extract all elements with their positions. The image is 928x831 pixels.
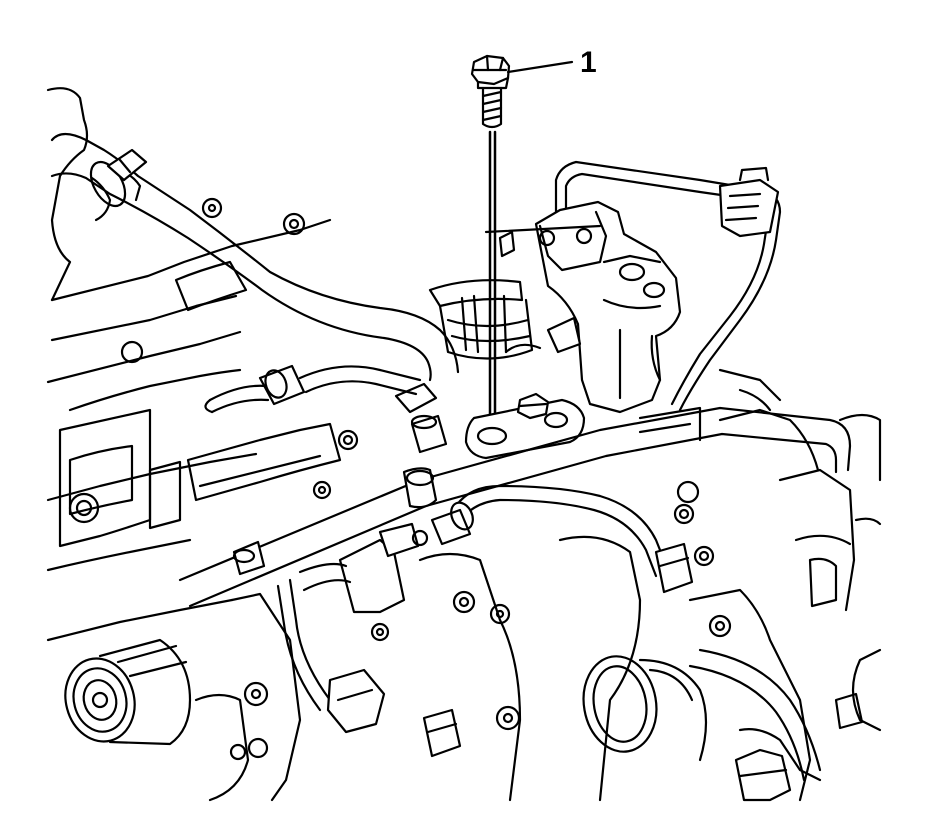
line-clip-1 bbox=[656, 544, 692, 592]
pump-fittings bbox=[205, 318, 580, 452]
bolt bbox=[472, 56, 509, 127]
sensor-connector bbox=[736, 729, 820, 800]
pump-mount-plate bbox=[466, 394, 584, 458]
hose-clamp bbox=[108, 150, 146, 180]
right-lines bbox=[640, 370, 820, 780]
fuel-pump bbox=[430, 226, 600, 359]
fuel-rail bbox=[180, 408, 850, 606]
engine-casting-lower bbox=[196, 415, 880, 800]
callout-label-1: 1 bbox=[580, 46, 597, 79]
fuel-line-upper bbox=[556, 162, 780, 410]
leader-line-1 bbox=[508, 62, 572, 72]
mounting-bracket bbox=[536, 202, 680, 412]
circular-port bbox=[576, 650, 706, 760]
engine-block-left bbox=[48, 88, 340, 640]
bolt-center-line bbox=[490, 132, 495, 418]
line-clip-2 bbox=[328, 670, 384, 732]
line-clip-3 bbox=[424, 710, 460, 756]
pulley bbox=[56, 640, 190, 749]
bolt-heads bbox=[203, 199, 730, 759]
injector-lines bbox=[278, 486, 668, 710]
